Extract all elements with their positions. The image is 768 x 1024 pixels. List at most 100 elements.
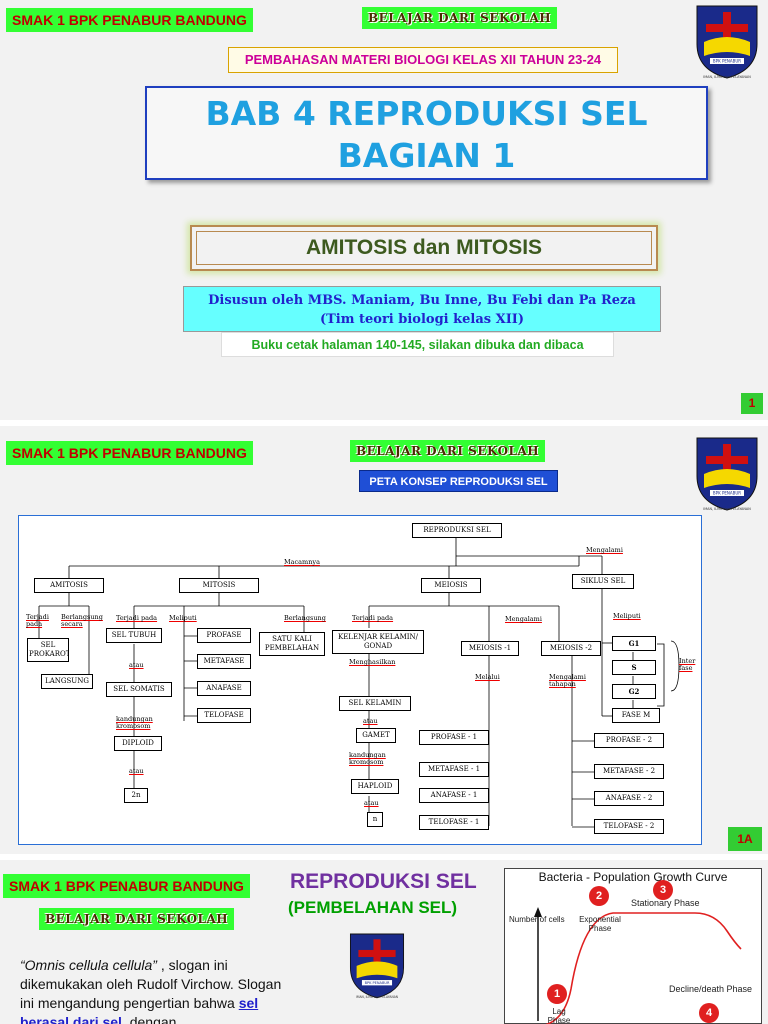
- book-note: Buku cetak halaman 140-145, silakan dibu…: [221, 332, 614, 357]
- label-meliputi: Meliputi: [613, 612, 641, 620]
- lag-phase-label: Lag Phase: [547, 1007, 571, 1024]
- node-kelenjar-kelamin: KELENJAR KELAMIN/ GONAD: [332, 630, 424, 654]
- bab-title-box: BAB 4 REPRODUKSI SEL BAGIAN 1: [145, 86, 708, 180]
- node-telofase: TELOFASE: [197, 708, 251, 723]
- omnis-link[interactable]: sel berasal dari sel: [20, 995, 259, 1024]
- node-meiosis-2: MEIOSIS -2: [541, 641, 601, 656]
- node-diploid: DIPLOID: [114, 736, 162, 751]
- node-gamet: GAMET: [356, 728, 396, 743]
- concept-map: REPRODUKSI SEL AMITOSIS MITOSIS MEIOSIS …: [18, 515, 702, 845]
- reproduksi-subtitle: (PEMBELAHAN SEL): [288, 898, 458, 917]
- phase-number-1: 1: [547, 984, 567, 1004]
- omnis-text-end: , dengan: [121, 1014, 177, 1024]
- y-axis-arrow-icon: [534, 907, 542, 917]
- label-mengalami: Mengalami: [505, 615, 542, 623]
- node-profase-1: PROFASE - 1: [419, 730, 489, 745]
- logo-text-top: BPK PENABUR: [713, 491, 741, 496]
- node-mitosis: MITOSIS: [179, 578, 259, 593]
- node-profase-2: PROFASE - 2: [594, 733, 664, 748]
- label-terjadi-pada: Terjadi pada: [26, 613, 49, 628]
- omnis-paragraph: “Omnis cellula cellula” , slogan ini dik…: [20, 956, 285, 1024]
- label-berlangsung-secara: Berlangsung secara: [61, 613, 103, 628]
- node-s: S: [612, 660, 656, 675]
- logo-text-bottom: IMAN, ILMU dan PELAYANAN: [356, 995, 398, 999]
- school-tag: SMAK 1 BPK PENABUR BANDUNG: [6, 441, 253, 465]
- node-n: n: [367, 812, 383, 827]
- belajar-tag: BELAJAR DARI SEKOLAH: [350, 440, 546, 462]
- node-g1: G1: [612, 636, 656, 651]
- label-mengalami-tahapan: Mengalami tahapan: [549, 673, 586, 688]
- node-meiosis-1: MEIOSIS -1: [461, 641, 519, 656]
- node-sel-kelamin: SEL KELAMIN: [339, 696, 411, 711]
- omnis-quote: “Omnis cellula cellula”: [20, 957, 157, 973]
- slide-2: SMAK 1 BPK PENABUR BANDUNG BELAJAR DARI …: [0, 426, 768, 854]
- authors-line2: (Tim teori biologi kelas XII): [319, 312, 525, 327]
- node-reproduksi-sel: REPRODUKSI SEL: [412, 523, 502, 538]
- slide-1: SMAK 1 BPK PENABUR BANDUNG BELAJAR DARI …: [0, 0, 768, 420]
- peta-konsep-button[interactable]: PETA KONSEP REPRODUKSI SEL: [359, 470, 558, 492]
- exponential-phase-label: Exponential Phase: [579, 915, 621, 933]
- label-kandungan-kromosom: kandungan kromosom: [349, 751, 386, 766]
- school-logo-icon: BPK PENABUR IMAN, ILMU dan PELAYANAN: [696, 437, 758, 511]
- school-logo-icon: BPK PENABUR IMAN, ILMU dan PELAYANAN: [349, 933, 405, 999]
- node-fase-m: FASE M: [612, 708, 660, 723]
- node-sel-tubuh: SEL TUBUH: [106, 628, 162, 643]
- node-anafase-2: ANAFASE - 2: [594, 791, 664, 806]
- node-anafase: ANAFASE: [197, 681, 251, 696]
- slide-3: SMAK 1 BPK PENABUR BANDUNG BELAJAR DARI …: [0, 860, 768, 1024]
- node-meiosis: MEIOSIS: [421, 578, 481, 593]
- node-2n: 2n: [124, 788, 148, 803]
- label-macamnya: Macamnya: [284, 558, 320, 566]
- node-amitosis: AMITOSIS: [34, 578, 104, 593]
- decline-phase-label: Decline/death Phase: [669, 984, 753, 994]
- label-kandungan-kromosom: kandungan kromosom: [116, 715, 153, 730]
- label-atau: atau: [129, 661, 144, 669]
- slide-number: 1A: [728, 827, 762, 851]
- school-tag: SMAK 1 BPK PENABUR BANDUNG: [6, 8, 253, 32]
- label-atau: atau: [364, 799, 379, 807]
- slide-number: 1: [741, 393, 763, 414]
- node-anafase-1: ANAFASE - 1: [419, 788, 489, 803]
- label-terjadi-pada: Terjadi pada: [352, 614, 394, 622]
- node-g2: G2: [612, 684, 656, 699]
- amitosis-title-box: AMITOSIS dan MITOSIS: [190, 225, 658, 271]
- label-melalui: Melalui: [475, 673, 500, 681]
- bab-title-line1: BAB 4 REPRODUKSI SEL: [205, 94, 648, 133]
- label-atau: atau: [129, 767, 144, 775]
- node-profase: PROFASE: [197, 628, 251, 643]
- node-sel-prokarotik: SEL PROKAROTIK: [27, 638, 69, 662]
- stationary-phase-label: Stationary Phase: [631, 898, 700, 908]
- reproduksi-title: REPRODUKSI SEL: [290, 870, 477, 893]
- growth-curve-svg: [534, 907, 742, 1024]
- node-metafase: METAFASE: [197, 654, 251, 669]
- label-atau: atau: [363, 717, 378, 725]
- authors-box: Disusun oleh MBS. Maniam, Bu Inne, Bu Fe…: [183, 286, 661, 332]
- logo-text-bottom: IMAN, ILMU dan PELAYANAN: [703, 75, 751, 79]
- school-tag: SMAK 1 BPK PENABUR BANDUNG: [3, 874, 250, 898]
- belajar-tag: BELAJAR DARI SEKOLAH: [362, 7, 558, 29]
- belajar-tag: BELAJAR DARI SEKOLAH: [39, 908, 235, 930]
- label-meliputi: Meliputi: [169, 614, 197, 622]
- bab-title-line2: BAGIAN 1: [337, 136, 516, 175]
- omnis-text: , slogan ini dikemukakan oleh Rudolf Vir…: [20, 957, 282, 1011]
- node-metafase-2: METAFASE - 2: [594, 764, 664, 779]
- growth-curve-line: [545, 912, 742, 1024]
- label-menghasilkan: Menghasilkan: [349, 658, 396, 666]
- label-terjadi-pada: Terjadi pada: [116, 614, 158, 622]
- node-haploid: HAPLOID: [351, 779, 399, 794]
- phase-number-4: 4: [699, 1003, 719, 1023]
- node-telofase-1: TELOFASE - 1: [419, 815, 489, 830]
- growth-curve-title: Bacteria - Population Growth Curve: [538, 870, 728, 884]
- pembahasan-banner: PEMBAHASAN MATERI BIOLOGI KELAS XII TAHU…: [228, 47, 618, 73]
- node-siklus-sel: SIKLUS SEL: [572, 574, 634, 589]
- label-mengalami: Mengalami: [586, 546, 623, 554]
- node-metafase-1: METAFASE - 1: [419, 762, 489, 777]
- node-sel-somatis: SEL SOMATIS: [106, 682, 172, 697]
- authors-line1: Disusun oleh MBS. Maniam, Bu Inne, Bu Fe…: [208, 293, 636, 308]
- label-inter-fase: Inter fase: [679, 657, 696, 672]
- amitosis-inner-border: [196, 231, 652, 265]
- label-berlangsung: Berlangsung: [284, 614, 326, 622]
- growth-curve-figure: Bacteria - Population Growth Curve Numbe…: [504, 868, 762, 1024]
- amitosis-title: AMITOSIS dan MITOSIS: [305, 236, 543, 259]
- phase-number-3: 3: [653, 880, 673, 900]
